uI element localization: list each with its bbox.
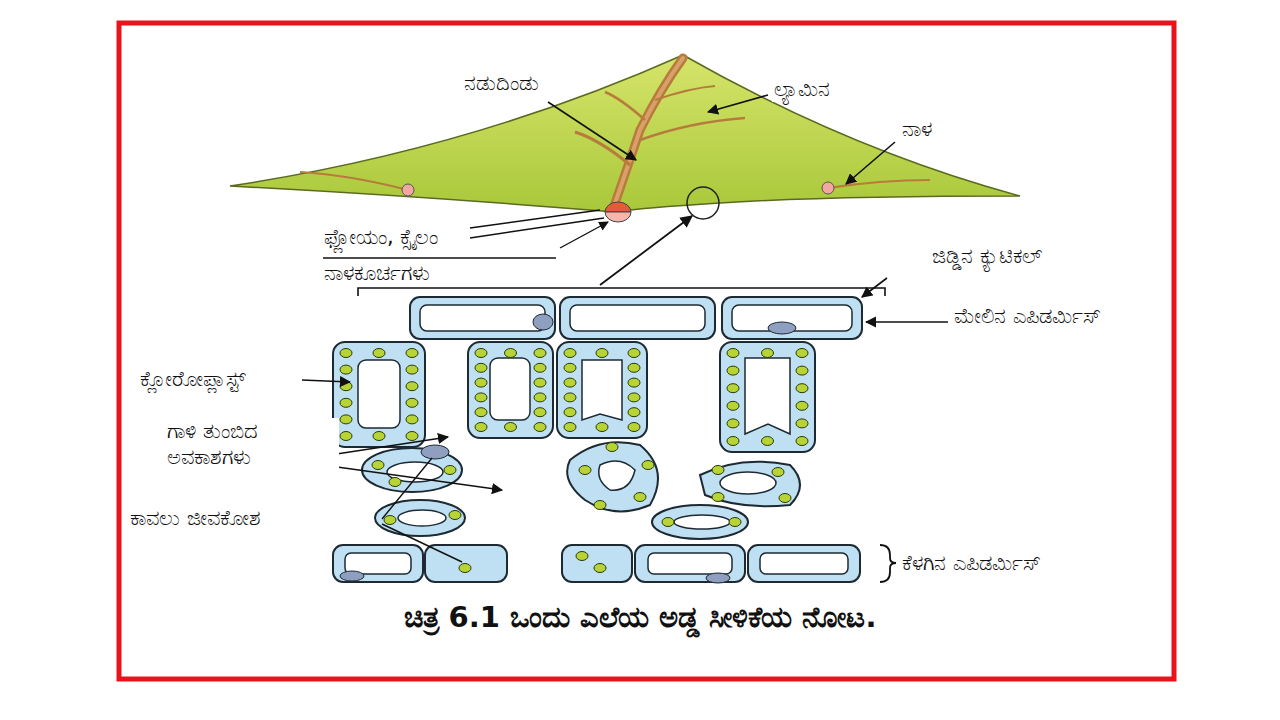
chloroplast bbox=[727, 384, 739, 393]
chloroplast bbox=[475, 423, 487, 432]
part-label: ಕ್ಲೋರೋಪ್ಲಾಸ್ಟ್ bbox=[138, 366, 248, 392]
part-label: ಕೆಳಗಿನ ಎಪಿಡರ್ಮಿಸ್ bbox=[900, 550, 1043, 576]
chloroplast bbox=[594, 564, 606, 573]
chloroplast bbox=[779, 494, 791, 503]
chloroplast bbox=[727, 419, 739, 428]
chloroplast bbox=[534, 363, 546, 372]
chloroplast bbox=[340, 415, 352, 424]
chloroplast bbox=[712, 466, 724, 475]
chloroplast bbox=[406, 398, 418, 407]
chloroplast bbox=[406, 349, 418, 358]
chloroplast bbox=[534, 423, 546, 432]
part-label: ನಾಳ bbox=[900, 116, 934, 142]
chloroplast bbox=[727, 366, 739, 375]
chloroplast bbox=[373, 432, 385, 441]
chloroplast bbox=[762, 437, 774, 446]
chloroplast bbox=[796, 384, 808, 393]
part-label: ನಡುದಿಂಡು bbox=[462, 70, 541, 96]
chloroplast bbox=[796, 366, 808, 375]
chloroplast bbox=[727, 401, 739, 410]
chloroplast bbox=[772, 468, 784, 477]
chloroplast bbox=[712, 493, 724, 502]
chloroplast bbox=[628, 393, 640, 402]
chloroplast bbox=[596, 423, 608, 432]
chloroplast bbox=[628, 423, 640, 432]
part-label: ಮೇಲಿನ ಎಪಿಡರ್ಮಿಸ್ bbox=[952, 303, 1106, 329]
part-label: ಫ್ಲೋಯಂ, ಕ್ಸೈಲಂ bbox=[322, 224, 440, 250]
chloroplast bbox=[475, 393, 487, 402]
part-label: ಲ್ಯಾಮಿನ bbox=[772, 76, 832, 102]
chloroplast bbox=[564, 363, 576, 372]
chloroplast bbox=[628, 363, 640, 372]
chloroplast bbox=[340, 349, 352, 358]
chloroplast bbox=[628, 378, 640, 387]
chloroplast bbox=[642, 461, 654, 470]
chloroplast bbox=[406, 432, 418, 441]
chloroplast bbox=[389, 478, 401, 487]
chloroplast bbox=[505, 349, 517, 358]
chloroplast bbox=[796, 419, 808, 428]
chloroplast bbox=[606, 443, 618, 452]
chloroplast bbox=[534, 349, 546, 358]
chloroplast bbox=[564, 349, 576, 358]
figure-caption: ಚಿತ್ರ 6.1 ಒಂದು ಎಲೆಯ ಅಡ್ಡ ಸೀಳಿಕೆಯ ನೋಟ. bbox=[0, 600, 1280, 635]
chloroplast bbox=[444, 466, 456, 475]
chloroplast bbox=[579, 466, 591, 475]
chloroplast bbox=[564, 378, 576, 387]
chloroplast bbox=[373, 349, 385, 358]
chloroplast bbox=[727, 437, 739, 446]
chloroplast bbox=[340, 382, 352, 391]
chloroplast bbox=[459, 564, 471, 573]
chloroplast bbox=[564, 408, 576, 417]
part-label: ಜಿಡ್ಡಿನ ಕ್ಯುಟಿಕಲ್ bbox=[930, 243, 1045, 269]
chloroplast bbox=[796, 401, 808, 410]
chloroplast bbox=[564, 393, 576, 402]
chloroplast bbox=[406, 382, 418, 391]
chloroplast bbox=[475, 363, 487, 372]
chloroplast bbox=[475, 349, 487, 358]
chloroplast bbox=[762, 349, 774, 358]
part-label: ನಾಳಕೂರ್ಚಗಳು bbox=[322, 260, 432, 286]
chloroplast bbox=[505, 423, 517, 432]
chloroplast bbox=[449, 511, 461, 520]
chloroplast bbox=[384, 516, 396, 525]
chloroplast bbox=[406, 415, 418, 424]
chloroplast bbox=[534, 378, 546, 387]
chloroplast bbox=[594, 501, 606, 510]
chloroplast bbox=[634, 493, 646, 502]
chloroplast bbox=[372, 461, 384, 470]
chloroplast bbox=[796, 349, 808, 358]
chloroplast bbox=[727, 349, 739, 358]
chloroplast bbox=[534, 408, 546, 417]
chloroplast bbox=[475, 378, 487, 387]
chloroplast bbox=[662, 518, 674, 527]
chloroplast bbox=[576, 552, 588, 561]
chloroplast bbox=[340, 365, 352, 374]
chloroplast bbox=[628, 408, 640, 417]
chloroplast bbox=[596, 349, 608, 358]
part-label: ಕಾವಲು ಜೀವಕೋಶ bbox=[128, 505, 263, 531]
chloroplast bbox=[564, 423, 576, 432]
chloroplast bbox=[406, 365, 418, 374]
chloroplast bbox=[796, 437, 808, 446]
chloroplast bbox=[475, 408, 487, 417]
part-label: ಗಾಳಿ ತುಂಬಿದ ಅವಕಾಶಗಳು bbox=[165, 418, 339, 471]
chloroplast bbox=[534, 393, 546, 402]
chloroplast bbox=[729, 518, 741, 527]
chloroplast bbox=[628, 349, 640, 358]
chloroplast bbox=[340, 398, 352, 407]
chloroplast bbox=[340, 432, 352, 441]
